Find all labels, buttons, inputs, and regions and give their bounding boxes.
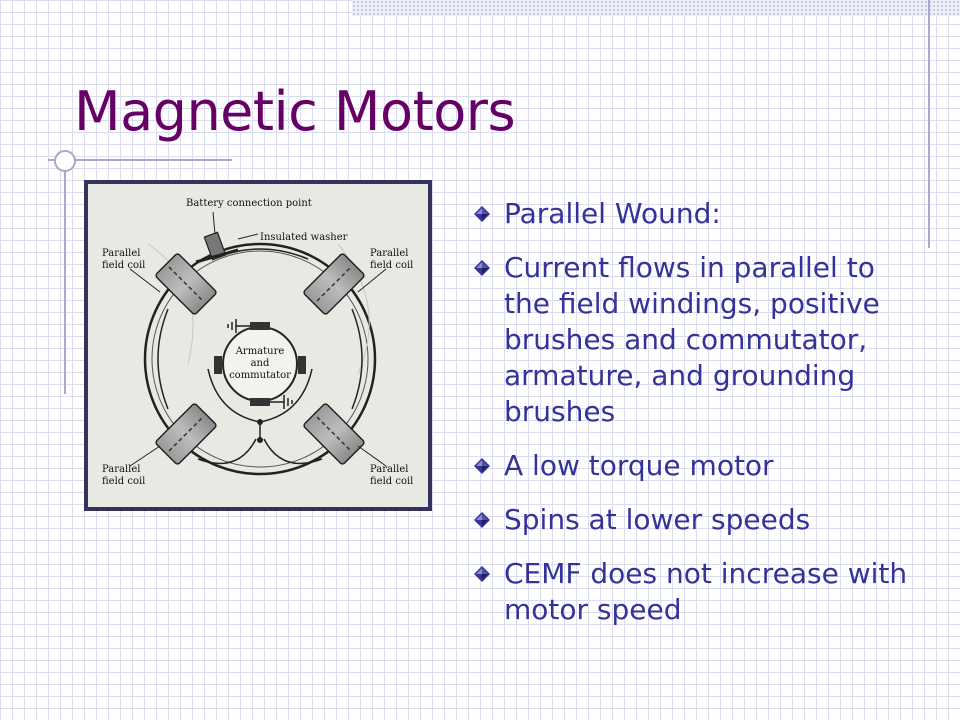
armature-label-line1: Armature bbox=[235, 346, 285, 357]
motor-housing-inner bbox=[151, 250, 369, 468]
bullet-item: Current flows in parallel to the field w… bbox=[474, 250, 914, 430]
wire bbox=[351, 308, 363, 410]
coil-label-bottom-left-line1: Parallel bbox=[102, 464, 141, 475]
coil-label-bottom-right-line2: field coil bbox=[370, 476, 413, 487]
insulated-washer bbox=[195, 248, 239, 264]
wire bbox=[197, 438, 257, 465]
coil-label-top-right-line1: Parallel bbox=[370, 248, 409, 259]
diamond-bullet-icon bbox=[474, 206, 490, 222]
wire bbox=[157, 308, 169, 410]
coil-label-top-left-line1: Parallel bbox=[102, 248, 141, 259]
wire-junction bbox=[257, 437, 263, 443]
leader-line bbox=[212, 211, 216, 235]
slide-title: Magnetic Motors bbox=[74, 80, 516, 143]
armature-label-line2: and bbox=[251, 358, 270, 369]
bullet-list: Parallel Wound: Current flows in paralle… bbox=[474, 196, 914, 646]
washer-label: Insulated washer bbox=[260, 232, 348, 243]
diamond-bullet-icon bbox=[474, 260, 490, 276]
armature-label-line3: commutator bbox=[229, 370, 291, 381]
leader-line bbox=[129, 445, 161, 467]
bullet-item: Parallel Wound: bbox=[474, 196, 914, 232]
wire bbox=[263, 438, 323, 465]
motor-diagram: Battery connection point Insulated washe… bbox=[84, 180, 432, 511]
motor-housing-outer bbox=[143, 242, 377, 476]
coil-label-bottom-right-line1: Parallel bbox=[370, 464, 409, 475]
coil-label-top-left-line2: field coil bbox=[102, 260, 145, 271]
coil-label-bottom-left-line2: field coil bbox=[102, 476, 145, 487]
diamond-bullet-icon bbox=[474, 566, 490, 582]
decorative-vertical-line-left bbox=[64, 150, 66, 394]
leader-line bbox=[129, 268, 161, 293]
bullet-text: CEMF does not increase with motor speed bbox=[504, 557, 908, 626]
brush-left bbox=[214, 356, 222, 374]
field-coil-bottom-left bbox=[155, 403, 217, 465]
ground-symbol-bottom bbox=[270, 395, 293, 409]
ground-symbol-top bbox=[227, 319, 250, 333]
brush-right bbox=[298, 356, 306, 374]
diamond-bullet-icon bbox=[474, 512, 490, 528]
brush-bottom bbox=[250, 398, 270, 406]
bullet-item: CEMF does not increase with motor speed bbox=[474, 556, 914, 628]
field-coil-top-left bbox=[155, 253, 217, 315]
battery-terminal bbox=[203, 231, 227, 261]
wire bbox=[259, 368, 313, 423]
crosshair-circle-icon bbox=[54, 150, 76, 172]
wire-junction bbox=[257, 419, 263, 425]
bullet-text: Spins at lower speeds bbox=[504, 503, 811, 536]
decorative-vertical-line-right bbox=[928, 0, 930, 248]
coil-label-top-right-line2: field coil bbox=[370, 260, 413, 271]
leader-line bbox=[237, 233, 259, 240]
leader-line bbox=[357, 268, 387, 293]
brush-top bbox=[250, 322, 270, 330]
bullet-text: A low torque motor bbox=[504, 449, 774, 482]
decorative-horizontal-line bbox=[48, 159, 232, 161]
motor-diagram-svg: Battery connection point Insulated washe… bbox=[102, 198, 413, 487]
wire bbox=[207, 368, 261, 423]
diamond-bullet-icon bbox=[474, 458, 490, 474]
leader-line bbox=[357, 445, 387, 467]
bullet-text: Parallel Wound: bbox=[504, 197, 721, 230]
bullet-item: A low torque motor bbox=[474, 448, 914, 484]
top-decoration-band bbox=[352, 0, 960, 16]
field-coil-bottom-right bbox=[303, 403, 365, 465]
field-coil-top-right bbox=[303, 253, 365, 315]
bullet-text: Current flows in parallel to the field w… bbox=[504, 251, 880, 428]
battery-label: Battery connection point bbox=[186, 198, 312, 209]
bullet-item: Spins at lower speeds bbox=[474, 502, 914, 538]
